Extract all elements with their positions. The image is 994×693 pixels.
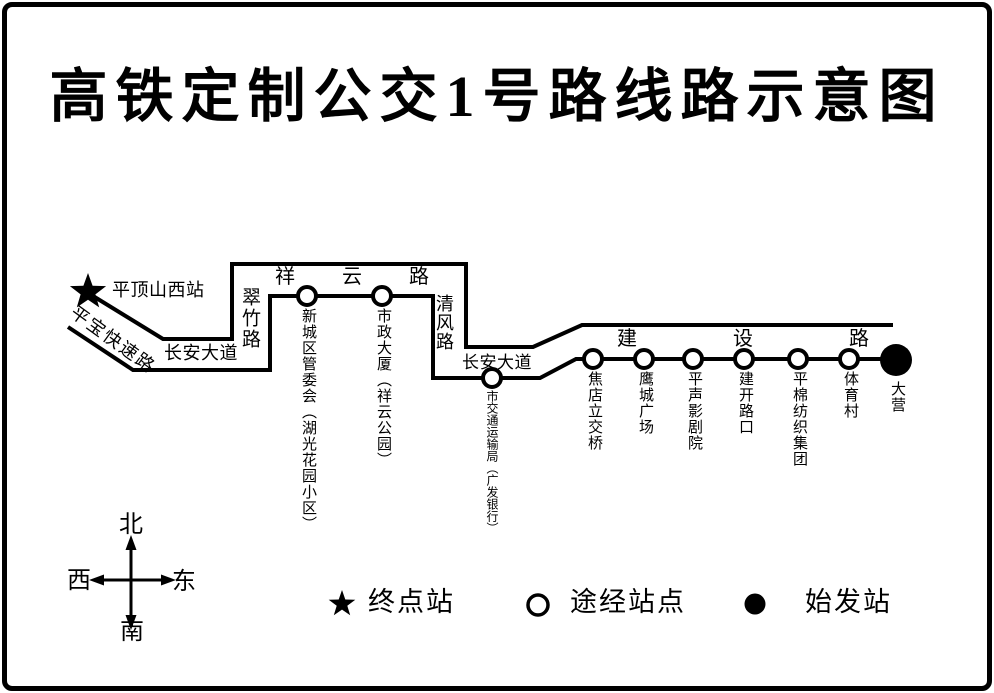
route-outer-line [91,262,893,349]
station-label-shizheng-dasha: 市政大厦（祥云公园） [375,308,391,468]
road-label-qingfeng-road: 清风路 [434,294,454,351]
station-circle [371,285,393,307]
page-title-route-name: 高铁定制公交1号 [49,64,549,129]
legend-star-icon [328,590,356,616]
station-circle [787,348,809,370]
road-char: 设 [733,328,753,350]
legend-open-circle-icon [526,593,550,617]
legend-origin-label: 始发站 [805,587,892,617]
route-inner-line [66,294,896,380]
compass-icon [89,535,176,630]
road-char: 云 [342,266,362,288]
terminal-station-label: 平顶山西站 [112,280,205,300]
station-circle [682,348,704,370]
legend-intermediate-label: 途经站点 [570,587,686,617]
road-label-jianshe-road: 建 设 路 [617,329,869,349]
station-label-pingsheng-yingjuyuan: 平声影剧院 [686,371,702,451]
road-label-cuizhu-road: 翠竹路 [239,287,260,350]
page-title: 高铁定制公交1号路线路示意图 [0,62,994,132]
origin-circle [880,344,912,376]
road-label-changan-avenue-west: 长安大道 [164,343,238,363]
compass-east-label: 东 [172,569,196,595]
terminal-star-icon [69,273,107,308]
station-circle [633,348,655,370]
road-char: 路 [849,328,869,350]
road-label-xiangyun-road: 祥 云 路 [275,267,429,287]
station-circle [838,348,860,370]
station-label-xinchengqu-guanweihui: 新城区管委会（湖光花园小区） [300,308,316,532]
road-char: 路 [409,266,429,288]
legend-filled-circle-icon [744,593,766,615]
station-label-jiankai-lukou: 建开路口 [737,371,753,435]
station-label-pingmian-fangzhi: 平棉纺织集团 [791,371,807,467]
origin-station-label: 大营 [889,381,905,413]
road-char: 祥 [275,266,295,288]
station-label-shijiaotong-yunshuju: 市交通运输局（广发银行） [485,390,499,534]
station-circle [733,348,755,370]
compass-north-label: 北 [119,512,143,538]
station-label-jiaodian-lijiaoqiao: 焦店立交桥 [586,371,602,451]
legend-terminal-label: 终点站 [368,587,455,617]
page-title-suffix: 路线路示意图 [548,64,945,129]
station-circle [582,348,604,370]
road-char: 建 [617,328,637,350]
station-circle [481,367,503,389]
station-circle [296,285,318,307]
road-label-changan-avenue-east: 长安大道 [462,353,532,372]
compass-south-label: 南 [120,619,144,645]
station-label-tiyucun: 体育村 [842,371,858,419]
compass-west-label: 西 [67,568,91,594]
station-label-yingcheng-guangchang: 鹰城广场 [637,371,653,435]
